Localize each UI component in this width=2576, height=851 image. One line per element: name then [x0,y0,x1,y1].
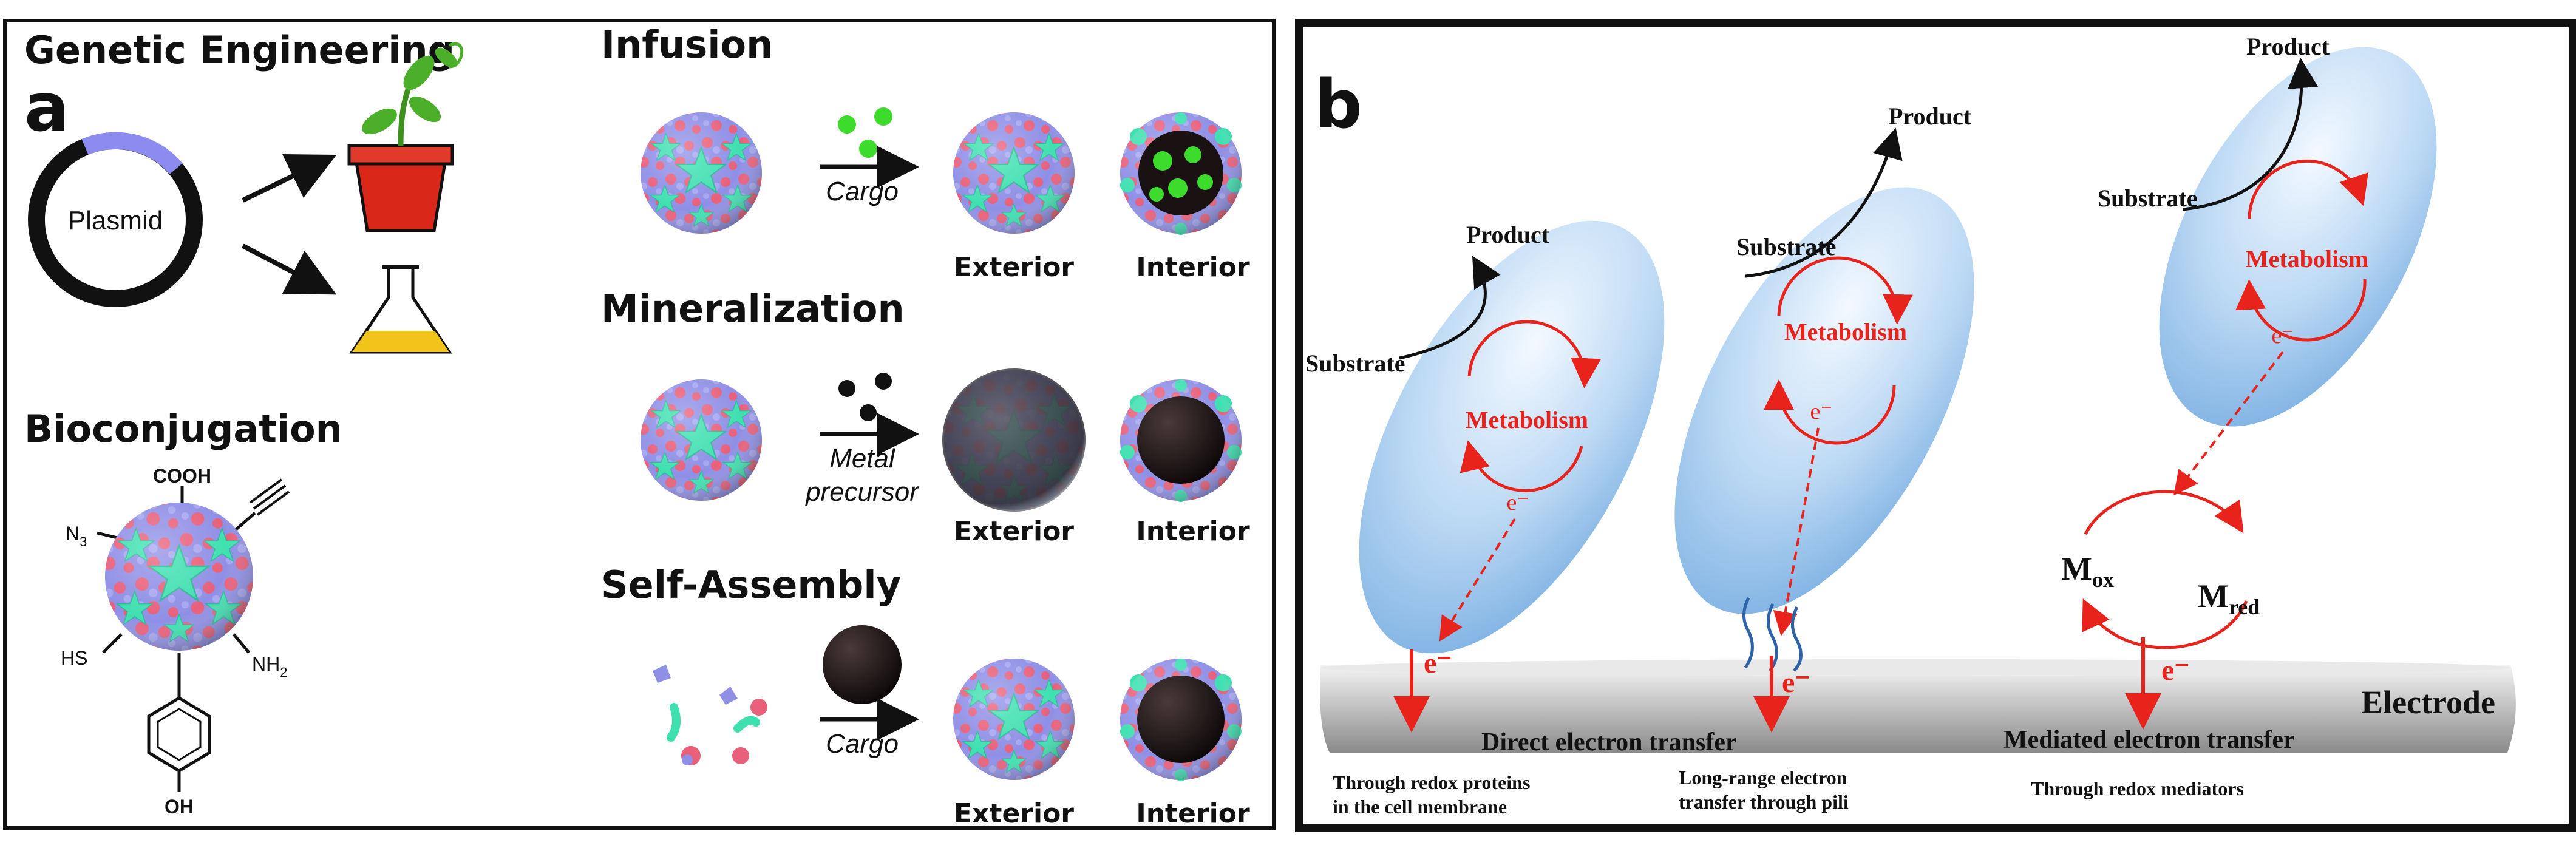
metabolism-label-1: Metabolism [1466,406,1588,433]
bioconjugation-molecule: COOH N3 HS NH2 OH [61,465,290,818]
infusion-arrow-label: Cargo [826,177,899,206]
electrode: Electrode [1320,659,2516,753]
mediated-transfer-label: Mediated electron transfer [2003,726,2295,754]
mediator-cycle-top [2084,490,2244,535]
nh2-label: NH2 [252,653,287,680]
nanoparticle-cargo [823,625,902,704]
n3-label: N3 [66,523,87,549]
electron-path-3 [2173,351,2284,496]
self-assembly-arrow-label: Cargo [826,729,899,759]
metabolism-label-3: Metabolism [2246,245,2368,273]
electron-label-2: e⁻ [1810,399,1833,424]
electron-path-2 [1773,427,1820,636]
note-mediated-1: Through redox mediators [2031,778,2244,799]
self-assembly-title: Self-Assembly [601,563,901,607]
self-assembly-capsid-interior [1120,659,1242,781]
infusion-title: Infusion [601,22,773,67]
mineralization-arrow-label-1: Metal [829,444,895,473]
plasmid-diagram: Plasmid [28,132,203,307]
metal-dots [838,373,892,421]
metabolism-cycle-2 [1777,256,1913,325]
capsid-subunits [653,665,767,765]
self-assembly-interior-label: Interior [1136,798,1250,829]
infusion-capsid-exterior [953,112,1075,234]
infusion-exterior-label: Exterior [954,252,1074,283]
sh-label: HS [61,647,87,669]
panel-a-letter: a [24,69,69,146]
mineralization-capsid-exterior [942,368,1086,512]
electron-label-1: e⁻ [1507,490,1529,515]
substrate-label-2: Substrate [1736,233,1836,260]
out-electron-2: e⁻ [1782,666,1810,699]
bioconjugation-title: Bioconjugation [24,407,342,451]
substrate-label-3: Substrate [2098,185,2197,212]
mediator-cycle-bottom [2082,598,2248,649]
mineralization-capsid-interior [1120,379,1242,502]
direct-transfer-label: Direct electron transfer [1481,728,1737,756]
infusion-interior-label: Interior [1136,252,1250,283]
note-pili-1: Long-range electron [1679,767,1847,788]
substrate-arrow-1 [1399,256,1501,360]
mineralization-title: Mineralization [601,286,905,331]
panel-b-letter: b [1314,66,1362,143]
mineralization-capsid-before [640,379,763,501]
plasmid-insert [81,132,183,175]
oh-label: OH [165,796,194,818]
metabolism-cycle-1 [1467,320,1602,388]
out-electron-1: e⁻ [1424,647,1452,679]
mineralization-interior-label: Interior [1136,516,1250,547]
electron-path-1 [1439,518,1516,642]
infusion-capsid-before [640,112,763,234]
mineralization-arrow-label-2: precursor [804,477,920,507]
product-label-1: Product [1466,221,1550,248]
self-assembly-exterior-label: Exterior [954,798,1074,829]
mineralization-exterior-label: Exterior [954,516,1074,547]
self-assembly-capsid-exterior [953,658,1075,781]
metabolism-cycle-3 [2248,159,2368,219]
note-direct-2: in the cell membrane [1333,796,1507,818]
substrate-label-1: Substrate [1305,350,1405,377]
plasmid-label: Plasmid [68,206,163,236]
cooh-label: COOH [153,465,211,487]
m-red-label: Mred [2198,578,2260,619]
plant-icon [347,42,464,232]
genetic-engineering-title: Genetic Engineering [24,28,455,72]
arrow-to-flask [242,243,337,295]
flask-icon [349,265,452,354]
substrate-arrow-2 [1745,127,1903,278]
electrode-label: Electrode [2361,684,2495,720]
infusion-capsid-interior [1120,112,1242,235]
metabolism-label-2: Metabolism [1784,318,1907,345]
pili [1742,597,1803,672]
note-pili-2: transfer through pili [1679,791,1849,813]
cell-pili: Metabolism e⁻ e⁻ Product Substrate [1674,103,1974,733]
product-label-2: Product [1888,103,1972,130]
cell-mediated: Metabolism e⁻ Mox Mred e⁻ Product Substr… [2061,33,2437,730]
cell-direct: Metabolism e⁻ e⁻ Product Substrate [1305,220,1665,733]
cargo-dots [838,107,892,158]
m-ox-label: Mox [2061,551,2114,592]
arrow-to-plant [242,154,337,203]
substrate-arrow-3 [2182,58,2319,211]
note-direct-1: Through redox proteins [1333,771,1530,793]
out-electron-3: e⁻ [2161,654,2190,687]
electron-label-3: e⁻ [2272,323,2294,348]
product-label-3: Product [2246,33,2330,60]
